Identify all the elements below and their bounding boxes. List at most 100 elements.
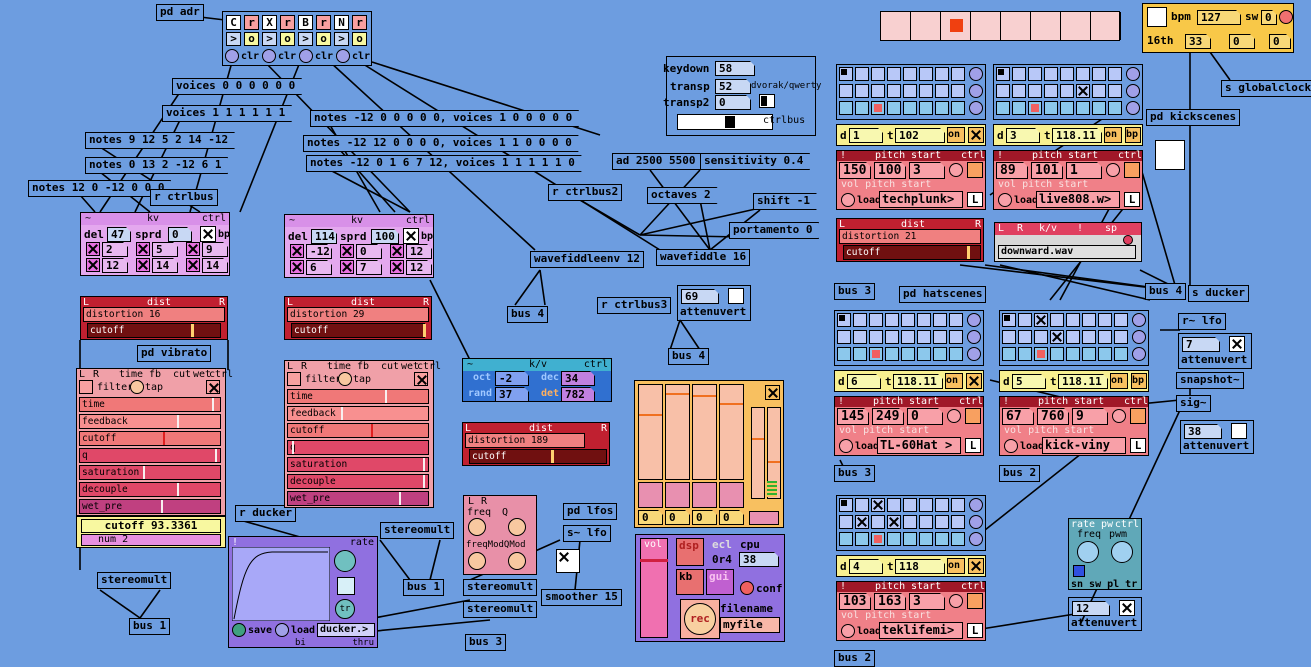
step-cell[interactable] bbox=[1028, 67, 1042, 81]
q-knob[interactable] bbox=[508, 518, 526, 536]
tap-button[interactable] bbox=[130, 380, 144, 394]
tempo-number[interactable]: 118.11 bbox=[1058, 374, 1108, 389]
feedback-slider[interactable]: feedback bbox=[287, 406, 429, 421]
rate-knob[interactable] bbox=[334, 550, 356, 572]
step-cell[interactable] bbox=[903, 515, 917, 529]
adr-cell-7[interactable]: r bbox=[352, 15, 367, 30]
step-cell[interactable] bbox=[1044, 101, 1058, 115]
step-cell[interactable] bbox=[1076, 67, 1090, 81]
step-cell[interactable] bbox=[887, 101, 901, 115]
dec-number[interactable]: 34 bbox=[561, 371, 595, 386]
cutoff-slider[interactable]: cutoff bbox=[287, 423, 429, 438]
mixer-pan-1[interactable] bbox=[665, 482, 690, 508]
mixer-value-2[interactable]: 0 bbox=[692, 510, 717, 525]
step-cell[interactable] bbox=[1066, 313, 1080, 327]
bus-3-object-c[interactable]: bus 3 bbox=[834, 465, 876, 482]
filter-toggle[interactable] bbox=[79, 380, 93, 394]
sequencer-step-5[interactable] bbox=[1031, 12, 1061, 40]
on-toggle[interactable]: on bbox=[947, 127, 965, 143]
step-cell[interactable] bbox=[901, 330, 915, 344]
distortion-slider[interactable]: distortion 21 bbox=[839, 229, 981, 244]
note-number-3[interactable]: 6 bbox=[306, 260, 332, 275]
step-cell[interactable] bbox=[949, 313, 963, 327]
gui-toggle[interactable]: gui bbox=[706, 569, 734, 595]
feedback-slider[interactable]: feedback bbox=[79, 414, 221, 429]
transp2-number[interactable]: 0 bbox=[715, 95, 751, 110]
time-slider[interactable]: time bbox=[287, 389, 429, 404]
wavefiddleenv-object[interactable]: wavefiddleenv 12 bbox=[530, 251, 644, 268]
note-number-0[interactable]: 2 bbox=[102, 242, 128, 257]
sequencer-step-0[interactable] bbox=[881, 12, 911, 40]
note-number-2[interactable]: 12 bbox=[406, 244, 432, 259]
clock-b-number[interactable]: 0 bbox=[1229, 34, 1255, 49]
tempo-number[interactable]: 102 bbox=[895, 128, 945, 143]
mixer-channel-3[interactable] bbox=[719, 384, 744, 480]
sample-param-1[interactable]: 163 bbox=[874, 593, 906, 610]
wavefiddle-object[interactable]: wavefiddle 16 bbox=[656, 249, 751, 266]
volume-slider[interactable] bbox=[640, 559, 668, 562]
mixer-pan-0[interactable] bbox=[638, 482, 663, 508]
oct-number[interactable]: -2 bbox=[495, 371, 529, 386]
grid-control-button[interactable] bbox=[969, 515, 983, 529]
lfo-rate-knob[interactable] bbox=[1077, 541, 1099, 563]
step-cell[interactable] bbox=[935, 498, 949, 512]
step-cell[interactable] bbox=[1108, 84, 1122, 98]
clock-reset-button[interactable] bbox=[1279, 10, 1293, 24]
cutoff-slider[interactable]: cutoff bbox=[79, 431, 221, 446]
grid-control-button[interactable] bbox=[967, 313, 981, 327]
sequencer-step-6[interactable] bbox=[1061, 12, 1091, 40]
adr-cell-5[interactable]: r bbox=[316, 15, 331, 30]
sample-param-0[interactable]: 103 bbox=[839, 593, 871, 610]
step-cell[interactable] bbox=[996, 101, 1010, 115]
grid-control-button[interactable] bbox=[1126, 101, 1140, 115]
mixer-value-3[interactable]: 0 bbox=[719, 510, 744, 525]
note-number-4[interactable]: 7 bbox=[356, 260, 382, 275]
cutoff-slider[interactable]: cutoff bbox=[843, 245, 981, 260]
sample-param-2[interactable]: 0 bbox=[907, 408, 943, 425]
step-cell[interactable] bbox=[853, 330, 867, 344]
attenuvert-toggle[interactable] bbox=[1229, 336, 1245, 352]
sample-param-1[interactable]: 101 bbox=[1031, 162, 1063, 179]
swing-number[interactable]: 0 bbox=[1261, 10, 1277, 25]
note-number-3[interactable]: 12 bbox=[102, 258, 128, 273]
step-cell[interactable] bbox=[887, 67, 901, 81]
sample-toggle[interactable] bbox=[1130, 408, 1146, 424]
attenuvert-number[interactable]: 12 bbox=[1072, 601, 1110, 616]
step-cell[interactable] bbox=[919, 532, 933, 546]
step-cell[interactable] bbox=[903, 498, 917, 512]
voices-all-off-message[interactable]: voices 0 0 0 0 0 0 bbox=[172, 78, 302, 95]
load-button[interactable] bbox=[1004, 439, 1018, 453]
load-button[interactable] bbox=[998, 193, 1012, 207]
delay-bypass-toggle[interactable] bbox=[414, 372, 428, 386]
ad-message[interactable]: ad 2500 5500 bbox=[612, 153, 702, 170]
r-ducker-object[interactable]: r ducker bbox=[235, 505, 296, 522]
trigger-button[interactable] bbox=[949, 163, 963, 177]
step-cell[interactable] bbox=[839, 532, 853, 546]
attenuvert-number[interactable]: 7 bbox=[1182, 337, 1220, 352]
grid-control-button[interactable] bbox=[1132, 330, 1146, 344]
step-cell[interactable] bbox=[871, 84, 885, 98]
step-cell[interactable] bbox=[1098, 313, 1112, 327]
clear-button-0[interactable] bbox=[225, 49, 239, 63]
sig-object[interactable]: sig~ bbox=[1176, 395, 1211, 412]
step-cell[interactable] bbox=[1092, 101, 1106, 115]
step-cell[interactable] bbox=[855, 67, 869, 81]
attenuvert-toggle[interactable] bbox=[1231, 423, 1247, 439]
step-cell[interactable] bbox=[1082, 330, 1096, 344]
adr-cell-1[interactable]: r bbox=[244, 15, 259, 30]
step-cell[interactable] bbox=[951, 84, 965, 98]
sequencer-step-1[interactable] bbox=[911, 12, 941, 40]
sequencer-step-3[interactable] bbox=[971, 12, 1001, 40]
step-cell[interactable] bbox=[1012, 101, 1026, 115]
sequencer-step-4[interactable] bbox=[1001, 12, 1031, 40]
q-mod-knob[interactable] bbox=[508, 552, 526, 570]
sample-filename[interactable]: kick-viny bbox=[1042, 437, 1126, 454]
portamento-message[interactable]: portamento 0 bbox=[729, 222, 819, 239]
sample-toggle[interactable] bbox=[967, 162, 983, 178]
loop-toggle[interactable]: L bbox=[967, 623, 983, 638]
step-cell[interactable] bbox=[1060, 84, 1074, 98]
notes-message-1[interactable]: notes 9 12 5 2 14 -12 bbox=[85, 132, 235, 149]
mixer-value-1[interactable]: 0 bbox=[665, 510, 690, 525]
distortion-slider[interactable]: distortion 29 bbox=[287, 307, 429, 322]
voice-toggle-3[interactable] bbox=[86, 258, 100, 272]
